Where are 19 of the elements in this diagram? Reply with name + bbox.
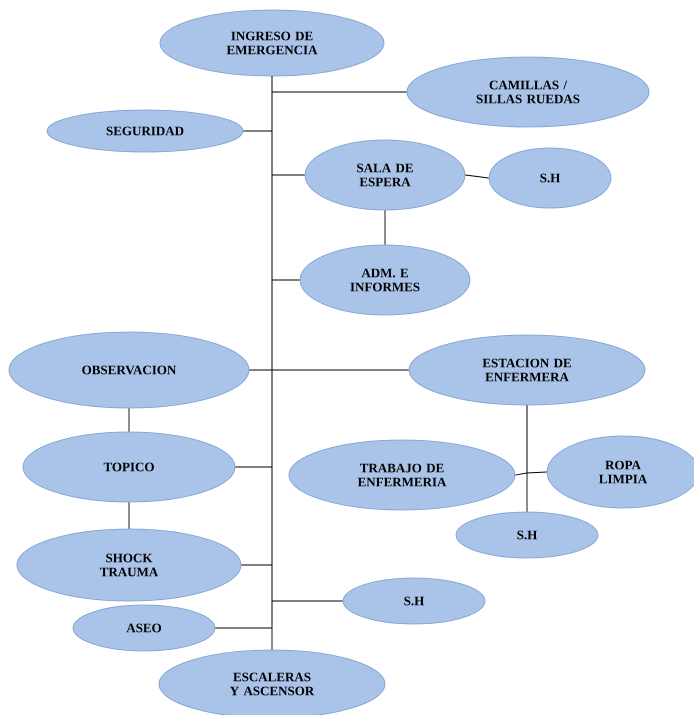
ellipse-node: INGRESO DE EMERGENCIA — [160, 10, 384, 76]
ellipse-node: ESTACION DE ENFERMERA — [408, 334, 646, 406]
connector-line — [464, 174, 490, 178]
ellipse-node: ADM. E INFORMES — [300, 244, 470, 316]
ellipse-node: S.H — [488, 148, 612, 208]
ellipse-node: SHOCK TRAUMA — [16, 528, 242, 602]
ellipse-node: ROPA LIMPIA — [546, 436, 694, 508]
ellipse-node: OBSERVACION — [8, 332, 250, 408]
ellipse-node: SALA DE ESPERA — [304, 140, 466, 210]
ellipse-node: ASEO — [72, 604, 216, 652]
connector-line — [128, 502, 130, 530]
ellipse-node: TOPICO — [22, 432, 236, 502]
ellipse-node: S.H — [456, 512, 598, 558]
connector-line — [128, 408, 130, 432]
ellipse-node: S.H — [342, 578, 486, 624]
connector-line — [384, 210, 386, 246]
ellipse-node: CAMILLAS / SILLAS RUEDAS — [406, 56, 650, 128]
ellipse-node: SEGURIDAD — [46, 110, 244, 152]
connector-line — [526, 404, 528, 512]
